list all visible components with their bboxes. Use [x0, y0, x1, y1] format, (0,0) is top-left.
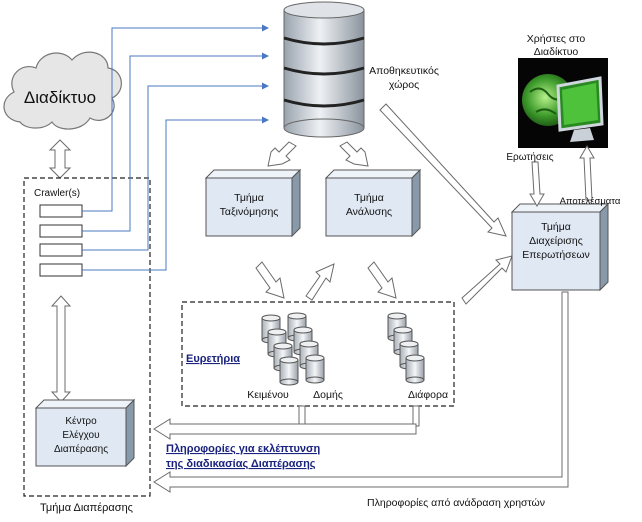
- crawl-control-line3: Διαπέρασης: [54, 443, 108, 455]
- text-index-label: Κειμένου: [247, 389, 289, 401]
- analysis-to-misc-index-arrow: [367, 261, 397, 299]
- classification-line2: Ταξινόμησης: [220, 206, 279, 218]
- user-feedback-label: Πληροφορίες από ανάδραση χρηστών: [367, 497, 545, 509]
- query-management-box: Τμήμα Διαχείρισης Επερωτήσεων: [510, 202, 610, 292]
- index-to-analysis-arrow: [305, 263, 335, 301]
- structure-index-label: Δομής: [313, 389, 343, 401]
- analysis-line2: Ανάλυσης: [346, 206, 392, 218]
- crawler-slot: [39, 263, 83, 277]
- analysis-box: Τμήμα Ανάλυσης: [324, 168, 422, 238]
- index-feedback-connectors: [298, 405, 420, 427]
- user-feedback-arrow: [153, 291, 569, 493]
- storage-label-line2: χώρος: [389, 79, 419, 91]
- query-management-line1: Τμήμα: [541, 221, 571, 233]
- crawl-refinement-arrow: [153, 418, 417, 440]
- database-cylinder-icon: [305, 354, 325, 384]
- crawl-section-frame: [23, 177, 151, 497]
- internet-label: Διαδίκτυο: [24, 88, 96, 107]
- crawl-control-line1: Κέντρο: [65, 415, 97, 427]
- crawler-control-double-arrow: [50, 295, 72, 403]
- index-frame: [181, 301, 455, 407]
- crawler-slot: [39, 224, 83, 238]
- crawler-slots: [39, 204, 83, 277]
- storage-to-classification-arrow: [267, 141, 297, 167]
- misc-index-cylinders: [387, 312, 425, 384]
- classification-to-index-arrow: [255, 261, 285, 299]
- web-users-line1: Χρήστες στο: [527, 33, 586, 45]
- crawl-control-center-box: Κέντρο Ελέγχου Διαπέρασης: [34, 398, 136, 468]
- database-cylinder-icon: [279, 356, 299, 386]
- monitor-globe-icon: [518, 58, 608, 148]
- query-management-line2: Διαχείρισης: [529, 235, 583, 247]
- web-users-line2: Διαδίκτυο: [534, 46, 579, 58]
- crawl-section-label: Τμήμα Διαπέρασης: [40, 502, 133, 514]
- database-cylinder-icon: [405, 354, 425, 384]
- crawlers-label: Crawler(s): [34, 188, 80, 199]
- internet-cloud: Διαδίκτυο: [3, 51, 122, 130]
- storage-label-line1: Αποθηκευτικός: [369, 65, 439, 77]
- refinement-line2: της διαδικασίας Διαπέρασης: [166, 458, 316, 470]
- analysis-line1: Τμήμα: [354, 192, 384, 204]
- misc-index-label: Διάφορα: [408, 389, 448, 401]
- queries-label: Ερωτήσεις: [506, 151, 553, 163]
- internet-crawler-double-arrow: [48, 139, 72, 179]
- refinement-line1: Πληροφορίες για εκλέπτυνση: [166, 443, 321, 455]
- results-label: Αποτελέσματα: [560, 196, 621, 207]
- crawler-to-storage-links: [82, 24, 269, 271]
- classification-line1: Τμήμα: [234, 192, 264, 204]
- crawler-slot: [39, 204, 83, 218]
- storage-to-analysis-arrow: [339, 141, 369, 167]
- cloud-icon: [3, 51, 122, 130]
- crawler-slot: [39, 243, 83, 257]
- indexes-label: Ευρετήρια: [186, 353, 240, 365]
- results-arrow: [579, 145, 595, 201]
- queries-arrow: [529, 161, 545, 207]
- query-management-line3: Επερωτήσεων: [522, 249, 590, 261]
- database-stack-icon: [283, 1, 365, 138]
- crawl-control-line2: Ελέγχου: [62, 429, 99, 441]
- storage-to-query-management-arrow: [379, 103, 507, 237]
- text-structure-index-cylinders: [261, 312, 325, 386]
- classification-box: Τμήμα Ταξινόμησης: [204, 168, 302, 238]
- index-to-query-management-arrow: [461, 255, 513, 305]
